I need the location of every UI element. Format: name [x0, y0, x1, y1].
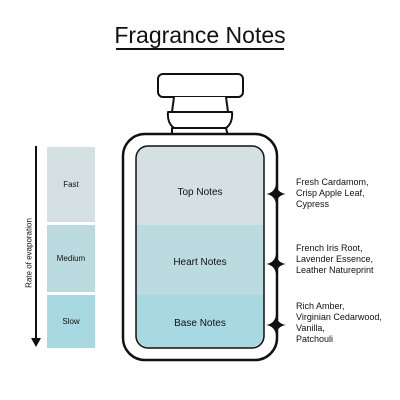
heart-notes-label: Heart Notes: [173, 257, 227, 268]
bottle-collar: [166, 111, 234, 129]
top-notes-ingredients: Fresh Cardamom, Crisp Apple Leaf, Cypres…: [296, 177, 369, 209]
bottle-cap: [157, 73, 244, 98]
page-title: Fragrance Notes: [114, 22, 286, 48]
four-point-star-icon: [266, 254, 286, 274]
rate-slow-label: Slow: [62, 317, 80, 326]
arrow-down-icon: [31, 338, 41, 347]
title-underline: [116, 48, 284, 50]
rate-fast-box: Fast: [47, 147, 95, 222]
heart-notes-ingredients: French Iris Root, Lavender Essence, Leat…: [296, 243, 374, 275]
base-notes-ingredients: Rich Amber, Virginian Cedarwood, Vanilla…: [296, 301, 382, 344]
rate-medium-box: Medium: [47, 225, 95, 292]
base-notes-label: Base Notes: [174, 318, 226, 329]
four-point-star-icon: [266, 315, 286, 335]
heart-notes-layer: [136, 225, 264, 295]
evaporation-axis-line: [35, 146, 37, 340]
top-notes-label: Top Notes: [177, 187, 223, 198]
rate-fast-label: Fast: [63, 180, 79, 189]
bottle-inner-outline: [135, 145, 265, 349]
top-notes-layer: [136, 146, 264, 225]
rate-slow-box: Slow: [47, 295, 95, 348]
bottle-neck: [171, 96, 229, 113]
base-notes-layer: [136, 295, 264, 348]
rate-medium-label: Medium: [56, 254, 86, 263]
four-point-star-icon: [266, 184, 286, 204]
